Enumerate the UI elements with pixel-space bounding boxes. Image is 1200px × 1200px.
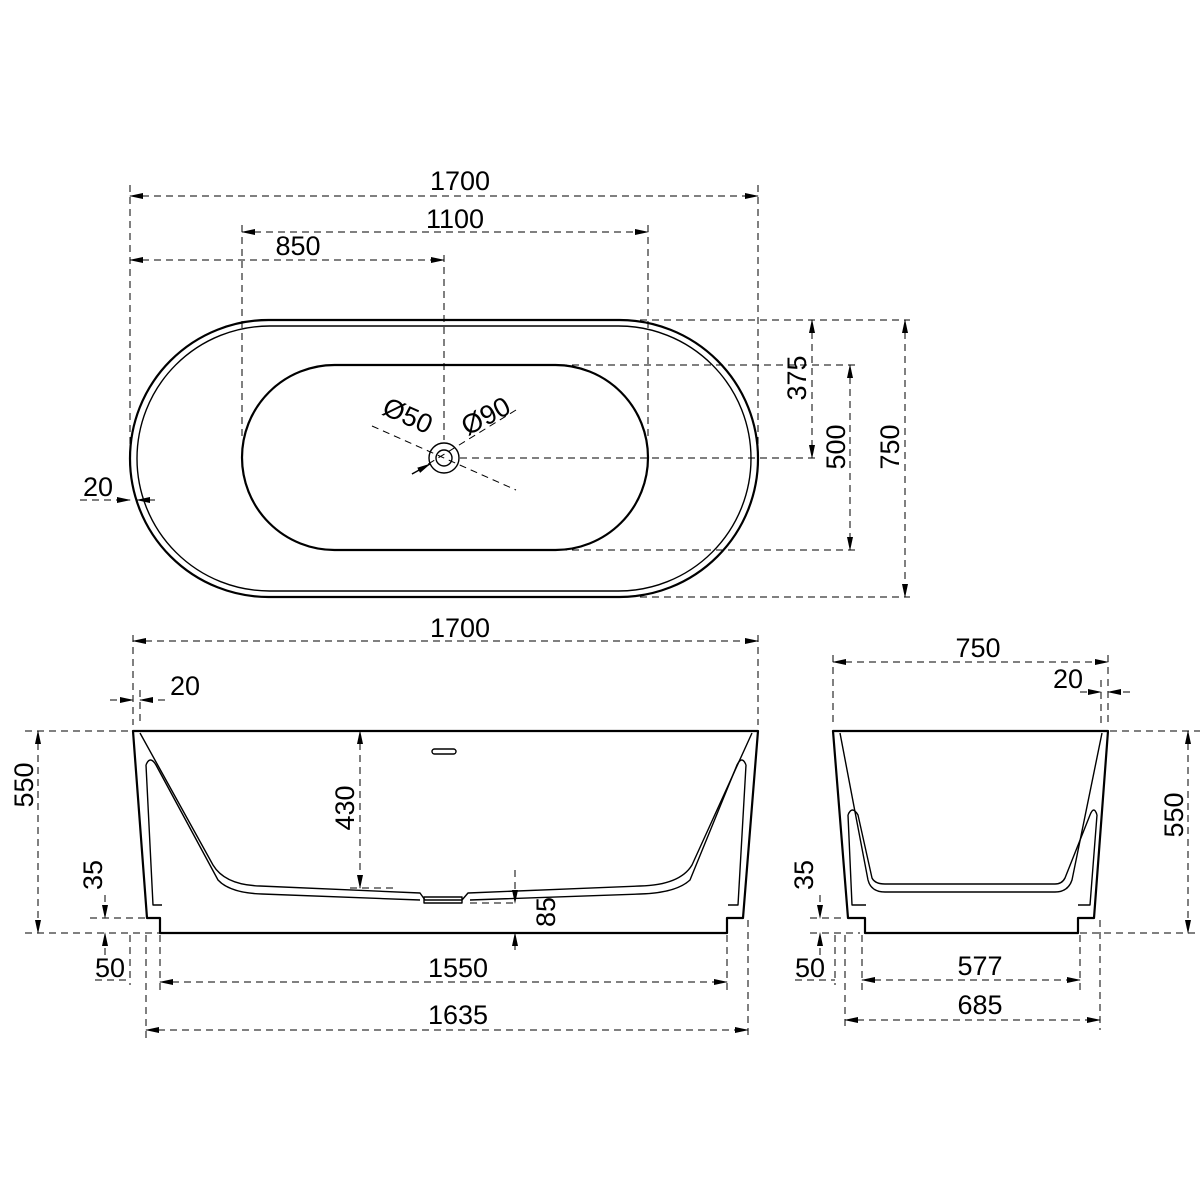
label-side-20: 20	[1053, 664, 1083, 694]
label-side-35: 35	[789, 860, 819, 890]
label-front-1635: 1635	[428, 1000, 488, 1030]
overflow-slot	[431, 748, 457, 755]
label-top-750: 750	[875, 424, 905, 469]
front-inner-wall-right	[469, 759, 747, 906]
label-front-20: 20	[170, 671, 200, 701]
label-side-577: 577	[957, 951, 1002, 981]
label-top-1700: 1700	[430, 166, 490, 196]
drain-inner-icon	[435, 449, 453, 467]
label-front-550: 550	[9, 762, 39, 807]
label-top-375: 375	[782, 355, 812, 400]
label-top-850: 850	[275, 231, 320, 261]
side-inner-wall-left	[847, 809, 1098, 906]
label-front-35: 35	[78, 860, 108, 890]
side-inner-bowl	[839, 732, 1103, 893]
label-front-1700: 1700	[430, 613, 490, 643]
label-drain-90: Ø90	[456, 391, 515, 441]
front-outer-outline	[131, 729, 760, 935]
label-front-1550: 1550	[428, 953, 488, 983]
label-side-50: 50	[795, 953, 825, 983]
side-view: 750 20 550 35 50 577 685	[789, 633, 1200, 1030]
drain-plug	[423, 896, 463, 904]
label-top-20: 20	[83, 472, 113, 502]
front-inner-bowl	[139, 732, 753, 901]
label-front-50: 50	[95, 953, 125, 983]
label-top-1100: 1100	[426, 204, 484, 234]
drain-outer-icon	[428, 442, 460, 474]
label-side-550: 550	[1159, 792, 1189, 837]
label-side-685: 685	[957, 990, 1002, 1020]
front-view: 1700 20 550 430 85 35 50 1550 1635	[9, 613, 760, 1040]
top-view: 1700 1100 850 375 500 750 20 Ø50 Ø90	[80, 166, 910, 599]
label-front-85: 85	[531, 897, 561, 927]
label-front-430: 430	[330, 785, 360, 830]
label-top-500: 500	[821, 424, 851, 469]
front-inner-wall-left	[145, 759, 421, 906]
basin-outline	[240, 363, 650, 552]
side-outer-outline	[831, 729, 1110, 935]
label-side-750: 750	[955, 633, 1000, 663]
